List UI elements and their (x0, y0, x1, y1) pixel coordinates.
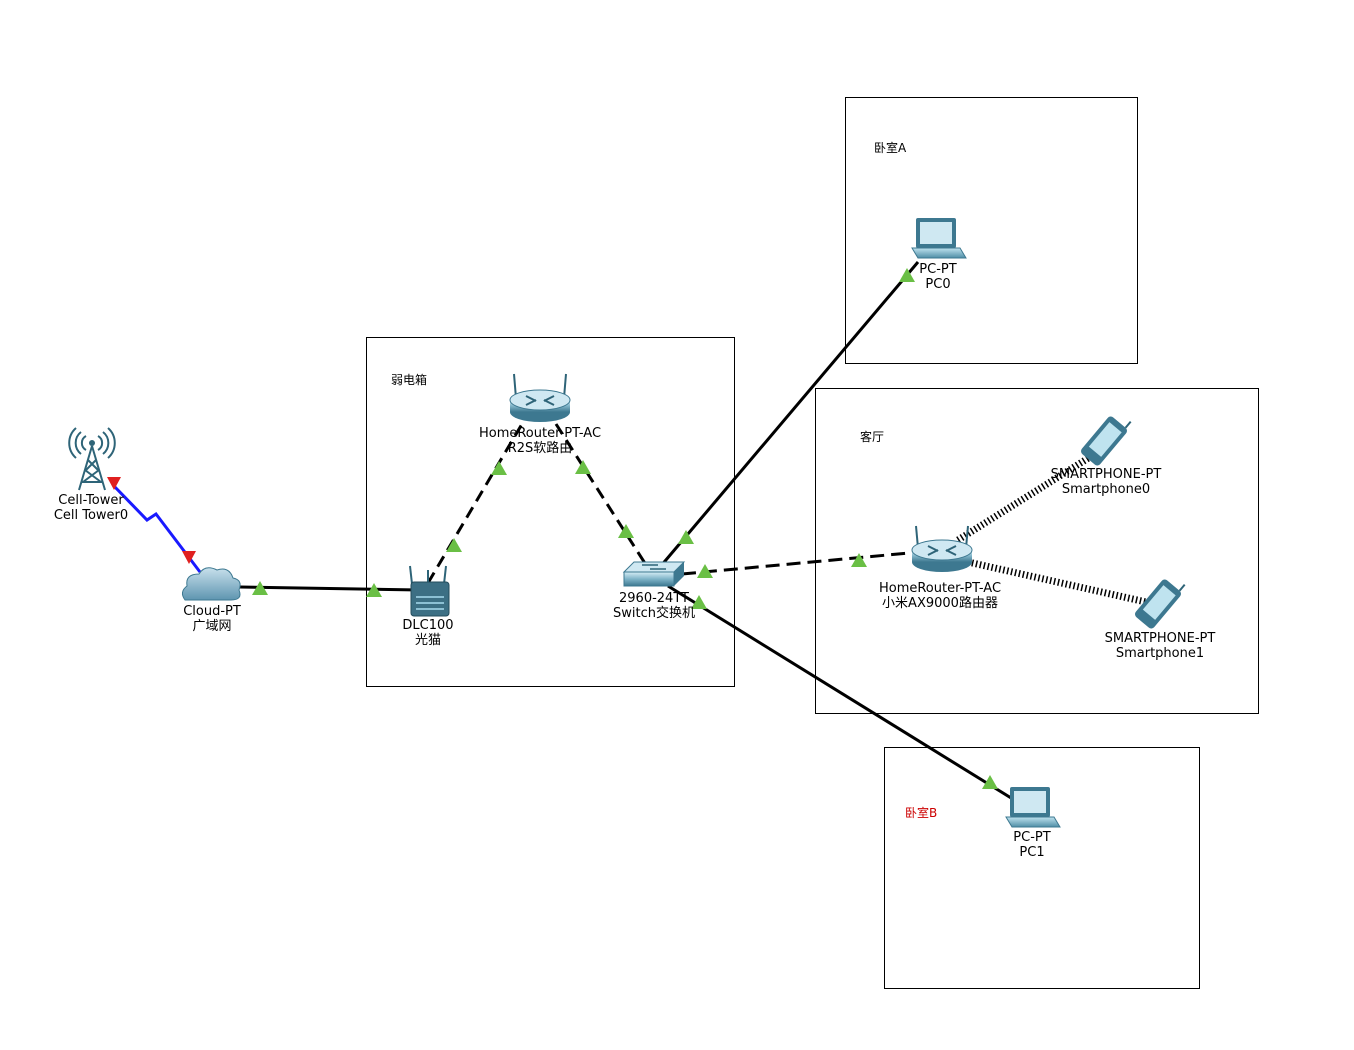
device-type: Cloud-PT (183, 604, 241, 619)
port-up-marker (899, 268, 915, 282)
link-switch-mi[interactable] (681, 550, 921, 576)
area-woshiB-box (884, 747, 1200, 989)
area-ruodian-box (366, 337, 735, 687)
port-up-marker (982, 775, 998, 789)
device-label-pc0: PC-PT PC0 (919, 262, 956, 292)
cloud-icon[interactable] (181, 567, 241, 601)
port-up-marker (252, 581, 268, 595)
area-woshiA-box (845, 97, 1138, 364)
area-label-woshiB: 卧室B (905, 806, 938, 820)
device-name: 广域网 (192, 619, 232, 634)
port-up-marker (618, 524, 634, 538)
port-up-marker (366, 583, 382, 597)
device-label-phone0: SMARTPHONE-PT Smartphone0 (1051, 467, 1162, 497)
device-label-cloud: Cloud-PT 广域网 (183, 604, 241, 634)
device-label-phone1: SMARTPHONE-PT Smartphone1 (1105, 631, 1216, 661)
modem-icon[interactable] (409, 565, 450, 617)
device-name: PC1 (1019, 845, 1045, 860)
device-label-pc1: PC-PT PC1 (1013, 830, 1050, 860)
area-label-ruodian: 弱电箱 (391, 373, 428, 387)
device-name: Switch交换机 (613, 606, 695, 621)
device-label-switch: 2960-24TT Switch交换机 (613, 591, 695, 621)
pc-icon[interactable] (1005, 787, 1061, 828)
link-celltower-cloud[interactable] (111, 483, 202, 573)
device-label-celltower: Cell-Tower Cell Tower0 (54, 493, 128, 523)
port-up-marker (491, 461, 507, 475)
device-type: PC-PT (919, 262, 957, 277)
cell-tower-icon[interactable] (68, 427, 116, 491)
device-type: HomeRouter-PT-AC (478, 426, 602, 441)
port-up-marker (575, 460, 591, 474)
port-down-marker (182, 551, 196, 564)
port-down-marker (107, 477, 121, 490)
port-up-marker (691, 595, 707, 609)
area-label-keting: 客厅 (860, 430, 885, 444)
device-type: HomeRouter-PT-AC (878, 581, 1002, 596)
link-mi-phone1[interactable] (967, 558, 1147, 606)
router-icon[interactable] (911, 525, 973, 572)
device-name: 光猫 (414, 633, 441, 648)
device-name: Smartphone1 (1115, 646, 1205, 661)
device-type: 2960-24TT (619, 591, 689, 606)
smartphone-icon[interactable] (1079, 409, 1133, 467)
device-name: R2S软路由 (507, 441, 573, 456)
device-label-dlc: DLC100 光猫 (402, 618, 453, 648)
port-markers (107, 268, 998, 789)
pc-icon[interactable] (911, 218, 967, 259)
area-keting-box (815, 388, 1259, 714)
link-dlc-r2s[interactable] (426, 423, 524, 584)
area-label-woshiA: 卧室A (874, 141, 907, 155)
switch-icon[interactable] (622, 561, 686, 587)
port-up-marker (446, 538, 462, 552)
link-cloud-dlc[interactable] (239, 585, 421, 592)
link-switch-pc0[interactable] (658, 261, 920, 568)
port-up-marker (697, 564, 713, 578)
device-name: Cell Tower0 (53, 508, 129, 523)
device-name: 小米AX9000路由器 (882, 596, 998, 611)
link-switch-pc1[interactable] (667, 584, 1025, 808)
device-type: SMARTPHONE-PT (1050, 467, 1162, 482)
device-label-r2s: HomeRouter-PT-AC R2S软路由 (479, 426, 601, 456)
link-r2s-switch[interactable] (554, 423, 650, 569)
device-type: DLC100 (402, 618, 454, 633)
router-icon[interactable] (509, 373, 571, 422)
port-up-marker (851, 553, 867, 567)
device-type: PC-PT (1013, 830, 1051, 845)
device-type: SMARTPHONE-PT (1104, 631, 1216, 646)
device-label-mi: HomeRouter-PT-AC 小米AX9000路由器 (879, 581, 1001, 611)
device-name: PC0 (925, 277, 951, 292)
device-name: Smartphone0 (1061, 482, 1151, 497)
device-type: Cell-Tower (58, 493, 124, 508)
smartphone-icon[interactable] (1133, 572, 1187, 630)
link-layer (111, 261, 1147, 808)
port-up-marker (678, 530, 694, 544)
